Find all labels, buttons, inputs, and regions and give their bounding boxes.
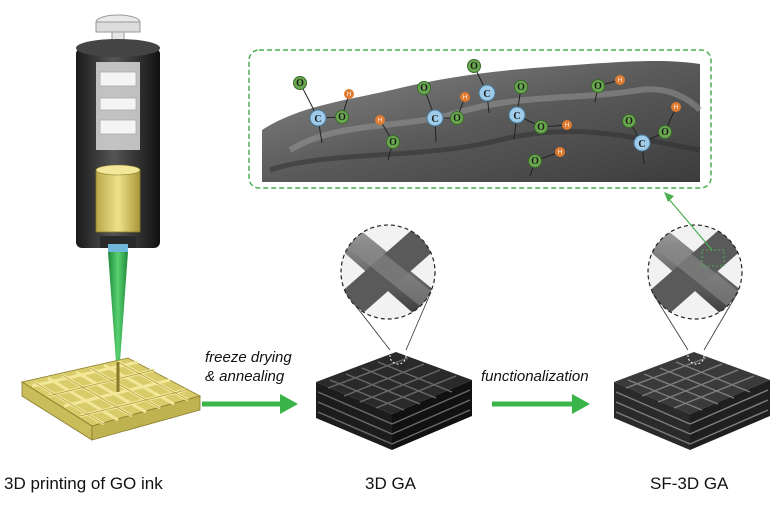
- arrow-1: [202, 394, 298, 414]
- svg-text:O: O: [537, 122, 545, 133]
- svg-text:O: O: [470, 61, 478, 72]
- surface-inset: C O O H O H C O O H: [248, 49, 712, 189]
- hydroxyl-group-1: O H: [375, 115, 400, 161]
- svg-text:C: C: [483, 89, 490, 100]
- svg-text:O: O: [389, 137, 397, 148]
- svg-text:H: H: [565, 123, 569, 129]
- svg-text:C: C: [314, 114, 321, 125]
- ga-lattice: [316, 347, 472, 450]
- step-functionalization-label: functionalization: [481, 368, 589, 385]
- svg-text:O: O: [420, 83, 428, 94]
- svg-text:O: O: [625, 116, 633, 127]
- carboxyl-group-5: C O O H: [622, 102, 681, 165]
- svg-text:O: O: [296, 78, 304, 89]
- hydroxyl-group-2: O H: [528, 147, 565, 177]
- sfga-lattice: [614, 347, 770, 450]
- svg-text:H: H: [463, 95, 467, 101]
- svg-text:H: H: [674, 105, 678, 111]
- syringe: [76, 14, 160, 362]
- svg-text:O: O: [531, 156, 539, 167]
- svg-text:H: H: [618, 78, 622, 84]
- zoom-circle-sfga: [647, 224, 743, 351]
- svg-text:H: H: [558, 150, 562, 156]
- svg-text:C: C: [431, 114, 438, 125]
- hydroxyl-group-3: O H: [591, 75, 625, 103]
- carboxyl-group-2: C O O H: [417, 81, 470, 143]
- arrow-2: [492, 394, 590, 414]
- caption-ga: 3D GA: [365, 474, 417, 493]
- step-label-line-1: freeze drying: [205, 349, 292, 366]
- svg-text:O: O: [661, 127, 669, 138]
- step-label-line-2: & annealing: [205, 368, 285, 385]
- svg-text:O: O: [453, 113, 461, 124]
- zoom-circle-ga: [340, 224, 436, 351]
- step-freeze-drying-label: freeze drying & annealing: [205, 348, 292, 386]
- caption-printing: 3D printing of GO ink: [4, 474, 163, 493]
- carboxyl-group-3: C O: [467, 59, 496, 114]
- svg-text:H: H: [378, 118, 382, 124]
- caption-sfga: SF-3D GA: [650, 474, 729, 493]
- svg-text:C: C: [513, 111, 520, 122]
- svg-text:O: O: [517, 82, 525, 93]
- svg-text:O: O: [338, 112, 346, 123]
- inset-pointer-arrow: [664, 192, 713, 251]
- svg-text:H: H: [347, 92, 351, 98]
- svg-text:C: C: [638, 139, 645, 150]
- svg-text:O: O: [594, 81, 602, 92]
- printed-lattice: [20, 357, 202, 441]
- carboxyl-group-1: C O O H: [293, 76, 354, 144]
- carboxyl-group-4: C O O H: [508, 80, 572, 140]
